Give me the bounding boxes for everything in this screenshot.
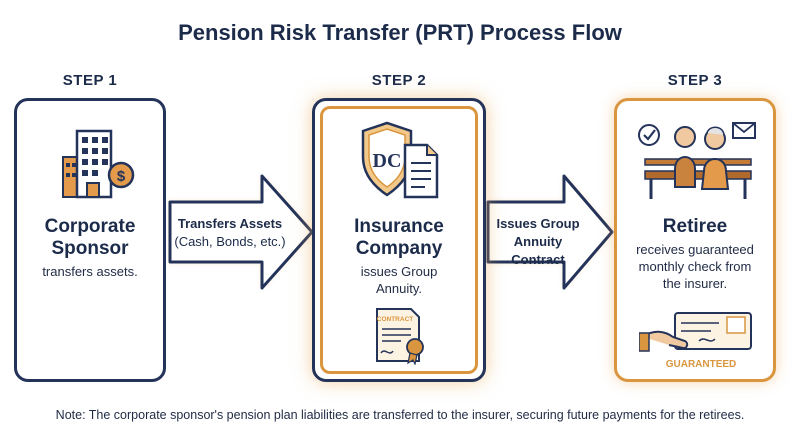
step-1-box: $ Corporate Sponsor transfers assets. <box>14 98 166 382</box>
step-1-title-line1: Corporate <box>44 216 136 237</box>
shield-document-icon: DC <box>361 121 439 199</box>
step-2-inner-frame <box>320 106 478 374</box>
step-1-title: Corporate Sponsor <box>17 216 163 260</box>
svg-text:$: $ <box>117 168 126 185</box>
step-1-label: STEP 1 <box>62 72 118 89</box>
arrow-1-label-line2: (Cash, Bonds, etc.) <box>174 234 286 249</box>
step-2-title-line1: Insurance <box>354 216 444 237</box>
step-3-box: Retiree receives guaranteed monthly chec… <box>614 98 776 382</box>
retiree-couple-icon <box>638 122 756 199</box>
step-3-title: Retiree <box>662 216 728 237</box>
step-1-title-line2: Sponsor <box>51 238 129 259</box>
contract-certificate-icon: CONTRACT <box>376 308 424 365</box>
step-2-desc-line1: issues Group <box>360 264 438 279</box>
arrow-1-label: Transfers Assets (Cash, Bonds, etc.) <box>170 215 290 251</box>
step-2-title: Insurance Company <box>315 216 483 260</box>
step-1-desc: transfers assets. <box>42 264 138 279</box>
step-2-desc-line2: Annuity. <box>375 281 422 296</box>
step-2-desc: issues Group Annuity. <box>315 263 483 297</box>
step-2-box: DC Insurance Company issues Group Annuit… <box>312 98 486 382</box>
diagram-title: Pension Risk Transfer (PRT) Process Flow <box>178 20 622 45</box>
step-3-label: STEP 3 <box>667 72 723 89</box>
contract-badge-text: CONTRACT <box>377 316 413 323</box>
office-building-icon: $ <box>62 129 135 199</box>
arrow-2-label-line2: Annuity Contract <box>511 234 565 267</box>
guaranteed-badge-text: GUARANTEED <box>666 359 737 370</box>
step-3-desc-line3: the insurer. <box>662 276 728 291</box>
step-2-title-line2: Company <box>355 238 443 259</box>
footnote: Note: The corporate sponsor's pension pl… <box>55 408 745 422</box>
step-3-desc-line1: receives guaranteed <box>636 242 754 257</box>
step-2-label: STEP 2 <box>371 72 427 89</box>
shield-letters: DC <box>373 150 402 172</box>
arrow-1 <box>168 174 314 290</box>
arrow-2-label-line1: Issues Group <box>496 216 580 231</box>
arrow-2 <box>486 174 614 290</box>
guaranteed-check-icon: GUARANTEED <box>639 312 752 370</box>
arrow-2-label: Issues Group Annuity Contract <box>486 215 590 269</box>
arrow-1-label-line1: Transfers Assets <box>177 216 283 231</box>
step-3-desc-line2: monthly check from <box>638 259 752 274</box>
step-3-desc: receives guaranteed monthly check from t… <box>617 241 773 292</box>
